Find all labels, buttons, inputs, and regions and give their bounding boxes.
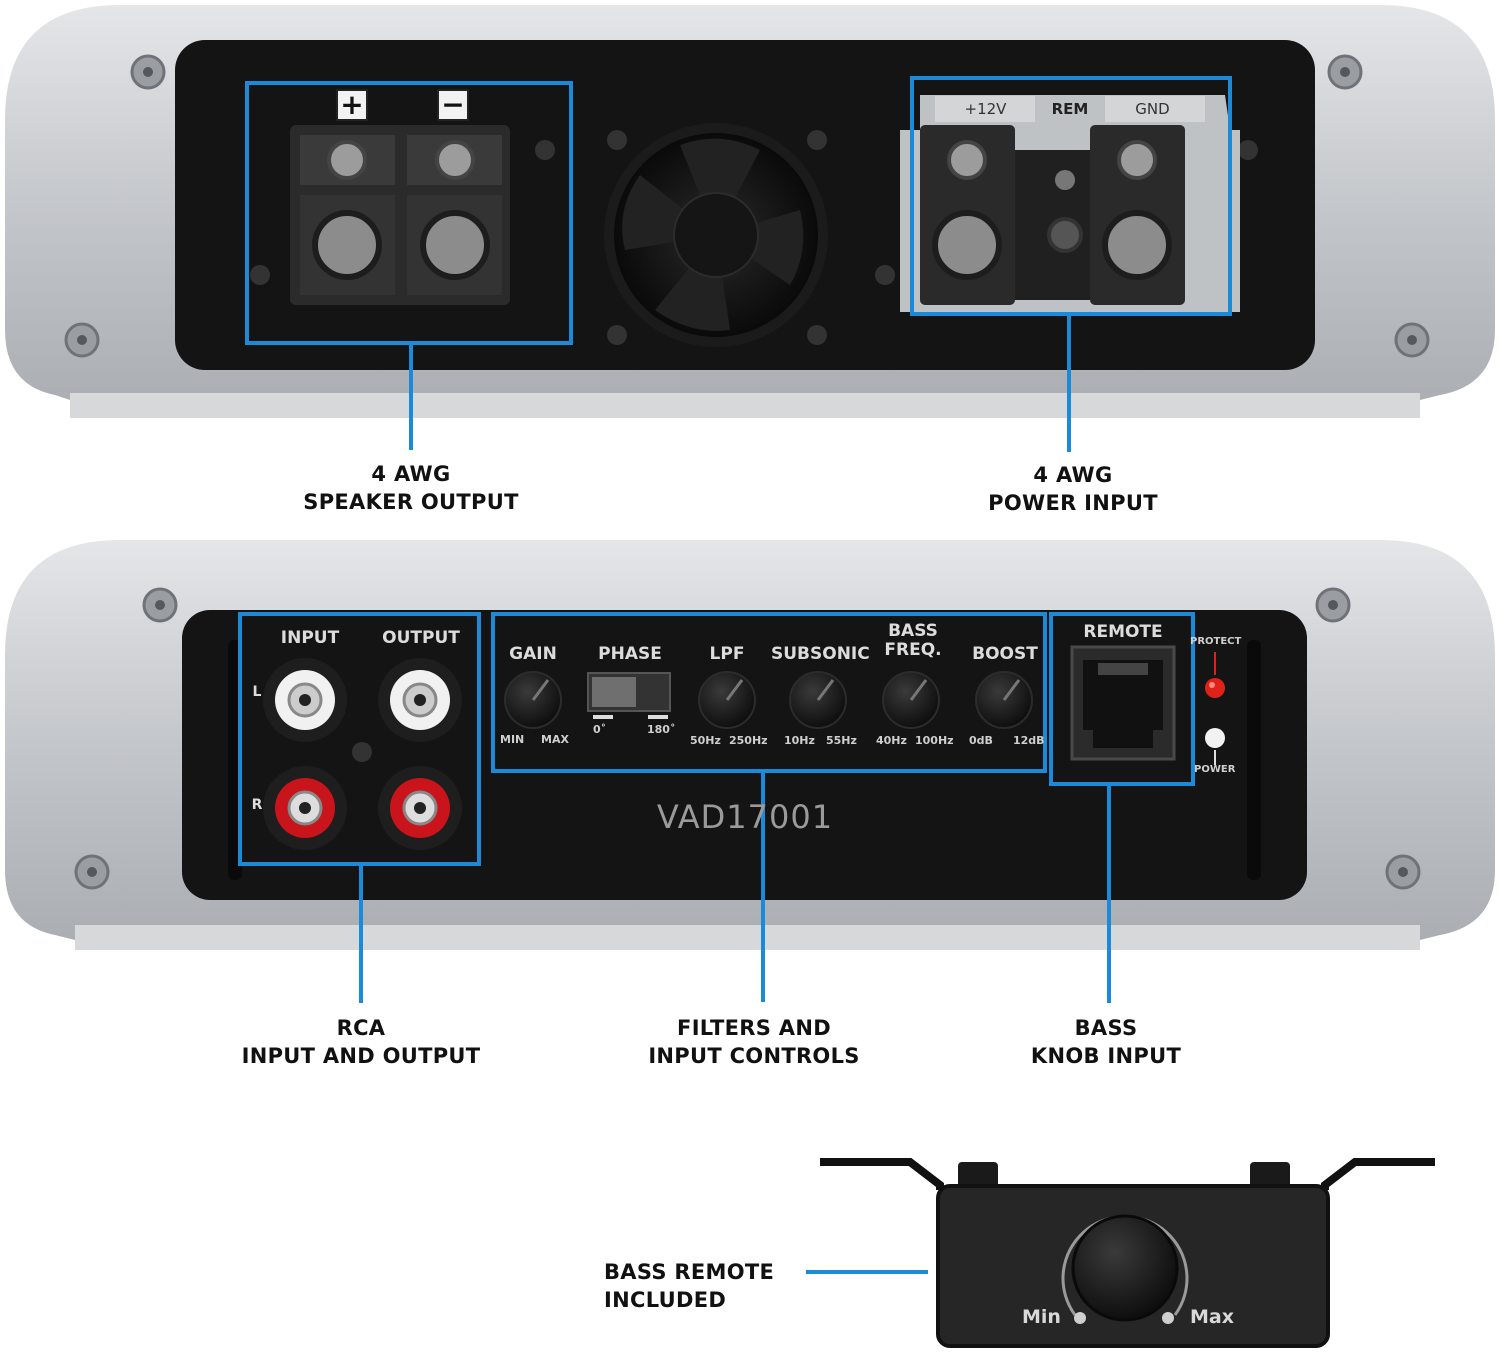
bass-freq-label-line2: FREQ. [884,640,942,660]
remote-min-label: Min [1022,1306,1061,1328]
boost-max-label: 12dB [1013,734,1045,747]
bass-freq-max-label: 100Hz [915,734,954,747]
subsonic-max-label: 55Hz [826,734,857,747]
power-led [1205,728,1225,748]
power-input-callout: 4 AWG POWER INPUT [953,461,1193,517]
remote-label: REMOTE [1083,622,1163,642]
lpf-min-label: 50Hz [690,734,721,747]
protect-led [1205,678,1225,698]
minus-symbol: − [441,88,465,121]
screw-icon [64,322,100,358]
screw-icon [130,54,166,90]
power-label: POWER [1194,764,1236,775]
screw-icon [142,587,178,623]
rca-right-label: R [251,797,263,813]
callout-line2: SPEAKER OUTPUT [303,490,519,514]
model-number: VAD17001 [656,798,834,836]
bass-freq-knob[interactable] [882,671,940,729]
bass-remote-knob[interactable] [1071,1214,1179,1322]
remote-max-label: Max [1190,1306,1234,1328]
gain-min-label: MIN [500,733,525,746]
bass-knob-highlight [1049,612,1195,786]
gain-knob[interactable] [504,671,562,729]
phase-switch[interactable] [587,672,671,719]
cooling-fan-icon [604,123,828,347]
screw-icon [74,854,110,890]
top-amplifier-panel [5,5,1495,452]
subsonic-min-label: 10Hz [784,734,815,747]
plus-icon [336,89,368,121]
filters-highlight [491,612,1047,773]
callout-line2: INPUT CONTROLS [648,1044,860,1068]
phase-0-label: 0˚ [593,723,607,736]
rca-jack[interactable] [263,766,347,850]
bottom-amplifier-panel [5,540,1495,1003]
screw-icon [1315,587,1351,623]
callout-line1: RCA [336,1016,386,1040]
gain-label: GAIN [509,644,557,664]
bass-knob-callout: BASS KNOB INPUT [1006,1014,1206,1070]
rca-jack[interactable] [263,658,347,742]
plus12v-label: +12V [964,100,1007,118]
speaker-output-callout: 4 AWG SPEAKER OUTPUT [281,460,541,516]
callout-line1: 4 AWG [371,462,451,486]
gnd-label: GND [1135,100,1170,118]
rca-input-label: INPUT [280,628,340,648]
bass-remote-unit [806,1158,1435,1348]
rca-left-label: L [252,684,262,700]
callout-line1: BASS [1074,1016,1138,1040]
plus-symbol: + [340,88,364,121]
screw-icon [1385,854,1421,890]
bass-freq-label: BASS FREQ. [878,622,948,660]
bass-freq-min-label: 40Hz [876,734,907,747]
lpf-knob[interactable] [698,671,756,729]
callout-line1: FILTERS AND [677,1016,831,1040]
callout-line1: 4 AWG [1033,463,1113,487]
rca-jack[interactable] [378,766,462,850]
boost-label: BOOST [972,644,1038,664]
callout-line2: KNOB INPUT [1030,1044,1182,1068]
callout-line2: POWER INPUT [988,491,1158,515]
remote-port[interactable] [1070,645,1176,761]
lpf-max-label: 250Hz [729,734,768,747]
speaker-terminal-block [290,125,510,305]
bass-freq-label-line1: BASS [888,621,938,641]
screw-icon [1394,322,1430,358]
protect-label: PROTECT [1190,636,1242,647]
subsonic-knob[interactable] [789,671,847,729]
bass-remote-callout: BASS REMOTE INCLUDED [604,1258,804,1314]
callout-line2: INCLUDED [604,1288,727,1312]
callout-line1: BASS REMOTE [604,1260,775,1284]
gain-max-label: MAX [541,733,569,746]
boost-knob[interactable] [975,671,1033,729]
rca-callout: RCA INPUT AND OUTPUT [211,1014,511,1070]
rca-jack[interactable] [378,658,462,742]
rem-label: REM [1051,100,1089,118]
power-terminal-block [900,95,1240,312]
boost-min-label: 0dB [969,734,993,747]
rca-output-label: OUTPUT [382,628,460,648]
subsonic-label: SUBSONIC [771,644,870,664]
callout-line2: INPUT AND OUTPUT [241,1044,481,1068]
lpf-label: LPF [709,644,745,664]
filters-callout: FILTERS AND INPUT CONTROLS [624,1014,884,1070]
screw-icon [1327,54,1363,90]
minus-icon [437,89,469,121]
phase-180-label: 180˚ [647,723,676,736]
phase-label: PHASE [598,644,662,664]
